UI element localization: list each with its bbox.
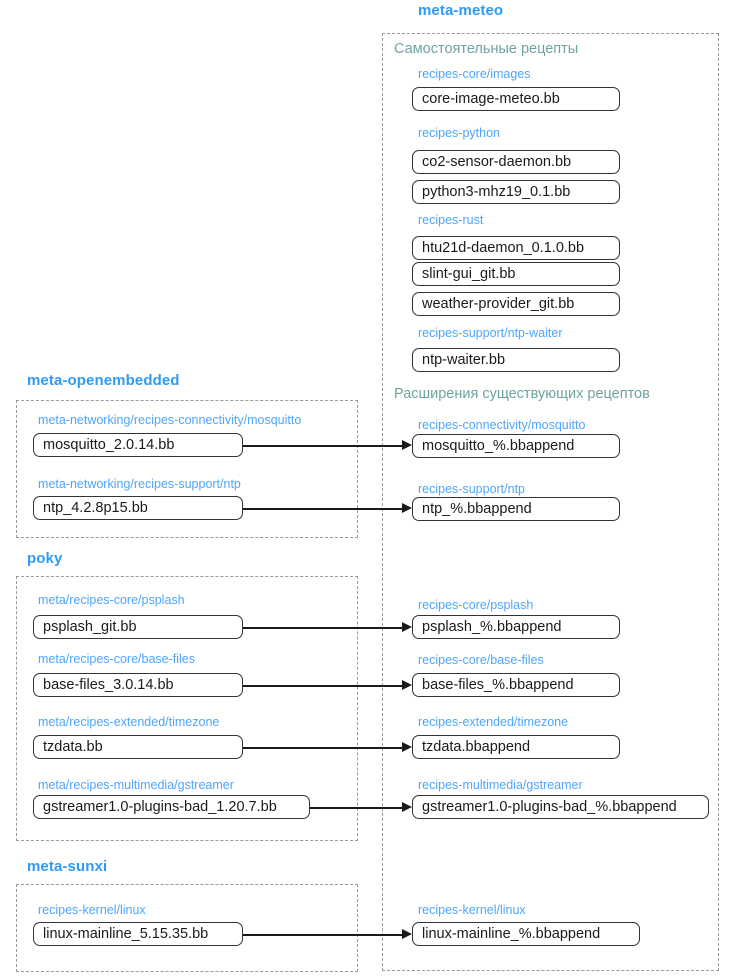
recipe-box-co2-sensor-daemon[interactable]: co2-sensor-daemon.bb bbox=[412, 150, 620, 174]
recipe-box-ntp-bbappend[interactable]: ntp_%.bbappend bbox=[412, 497, 620, 521]
path-label-meteo-recipes-rust: recipes-rust bbox=[418, 213, 484, 227]
container-meta-openembedded bbox=[16, 400, 358, 538]
recipe-box-mosquitto-2-0-14[interactable]: mosquitto_2.0.14.bb bbox=[33, 433, 243, 457]
recipe-box-python3-mhz19[interactable]: python3-mhz19_0.1.bb bbox=[412, 180, 620, 204]
arrow-head-psplash bbox=[402, 622, 412, 632]
recipe-box-psplash-bbappend[interactable]: psplash_%.bbappend bbox=[412, 615, 620, 639]
path-label-sunxi-kernel-linux: recipes-kernel/linux bbox=[38, 903, 146, 917]
layer-title-poky: poky bbox=[27, 550, 63, 567]
recipe-box-gstreamer-bbappend[interactable]: gstreamer1.0-plugins-bad_%.bbappend bbox=[412, 795, 709, 819]
recipe-box-ntp-waiter[interactable]: ntp-waiter.bb bbox=[412, 348, 620, 372]
arrow-line-linux-mainline bbox=[243, 934, 404, 936]
path-label-meteo-recipes-core-base-files: recipes-core/base-files bbox=[418, 653, 544, 667]
path-label-meteo-recipes-support-ntp-waiter: recipes-support/ntp-waiter bbox=[418, 326, 563, 340]
path-label-poky-base-files: meta/recipes-core/base-files bbox=[38, 652, 196, 666]
path-label-poky-psplash: meta/recipes-core/psplash bbox=[38, 593, 185, 607]
recipe-box-core-image-meteo[interactable]: core-image-meteo.bb bbox=[412, 87, 620, 111]
container-poky bbox=[16, 576, 358, 841]
recipe-box-linux-mainline-bbappend[interactable]: linux-mainline_%.bbappend bbox=[412, 922, 640, 946]
path-label-meteo-recipes-connectivity-mosquitto: recipes-connectivity/mosquitto bbox=[418, 418, 586, 432]
path-label-meteo-recipes-extended-timezone: recipes-extended/timezone bbox=[418, 715, 569, 729]
recipe-box-gstreamer-1-20-7[interactable]: gstreamer1.0-plugins-bad_1.20.7.bb bbox=[33, 795, 310, 819]
section-caption-standalone: Самостоятельные рецепты bbox=[394, 41, 579, 57]
container-meta-meteo bbox=[382, 33, 719, 971]
path-label-meteo-recipes-python: recipes-python bbox=[418, 126, 500, 140]
path-label-oe-mosquitto: meta-networking/recipes-connectivity/mos… bbox=[38, 413, 302, 427]
path-label-meteo-recipes-support-ntp: recipes-support/ntp bbox=[418, 482, 526, 496]
recipe-box-slint-gui[interactable]: slint-gui_git.bb bbox=[412, 262, 620, 286]
arrow-head-base-files bbox=[402, 680, 412, 690]
recipe-box-linux-mainline-5-15-35[interactable]: linux-mainline_5.15.35.bb bbox=[33, 922, 243, 946]
recipe-box-psplash-git[interactable]: psplash_git.bb bbox=[33, 615, 243, 639]
arrow-line-psplash bbox=[243, 627, 404, 629]
path-label-poky-timezone: meta/recipes-extended/timezone bbox=[38, 715, 220, 729]
recipe-box-mosquitto-bbappend[interactable]: mosquitto_%.bbappend bbox=[412, 434, 620, 458]
arrow-head-mosquitto bbox=[402, 440, 412, 450]
path-label-poky-gstreamer: meta/recipes-multimedia/gstreamer bbox=[38, 778, 234, 792]
recipe-box-tzdata-bbappend[interactable]: tzdata.bbappend bbox=[412, 735, 620, 759]
recipe-box-base-files-3-0-14[interactable]: base-files_3.0.14.bb bbox=[33, 673, 243, 697]
recipe-box-base-files-bbappend[interactable]: base-files_%.bbappend bbox=[412, 673, 620, 697]
path-label-meteo-recipes-core-psplash: recipes-core/psplash bbox=[418, 598, 534, 612]
arrow-head-tzdata bbox=[402, 742, 412, 752]
container-meta-sunxi bbox=[16, 884, 358, 972]
arrow-line-base-files bbox=[243, 685, 404, 687]
recipe-box-htu21d-daemon[interactable]: htu21d-daemon_0.1.0.bb bbox=[412, 236, 620, 260]
recipe-box-weather-provider[interactable]: weather-provider_git.bb bbox=[412, 292, 620, 316]
arrow-line-mosquitto bbox=[243, 445, 404, 447]
recipe-box-tzdata-bb[interactable]: tzdata.bb bbox=[33, 735, 243, 759]
arrow-head-gstreamer bbox=[402, 802, 412, 812]
path-label-meteo-recipes-core-images: recipes-core/images bbox=[418, 67, 531, 81]
arrow-line-tzdata bbox=[243, 747, 404, 749]
section-caption-extensions: Расширения существующих рецептов bbox=[394, 386, 650, 402]
path-label-meteo-recipes-kernel-linux: recipes-kernel/linux bbox=[418, 903, 526, 917]
layer-title-meta-sunxi: meta-sunxi bbox=[27, 858, 108, 875]
layer-title-meta-openembedded: meta-openembedded bbox=[27, 372, 180, 389]
path-label-oe-ntp: meta-networking/recipes-support/ntp bbox=[38, 477, 241, 491]
arrow-line-gstreamer bbox=[310, 807, 404, 809]
recipe-box-ntp-4-2-8p15[interactable]: ntp_4.2.8p15.bb bbox=[33, 496, 243, 520]
arrow-head-linux-mainline bbox=[402, 929, 412, 939]
arrow-line-ntp bbox=[243, 508, 404, 510]
path-label-meteo-recipes-multimedia-gstreamer: recipes-multimedia/gstreamer bbox=[418, 778, 583, 792]
layer-title-meta-meteo: meta-meteo bbox=[418, 2, 504, 19]
arrow-head-ntp bbox=[402, 503, 412, 513]
